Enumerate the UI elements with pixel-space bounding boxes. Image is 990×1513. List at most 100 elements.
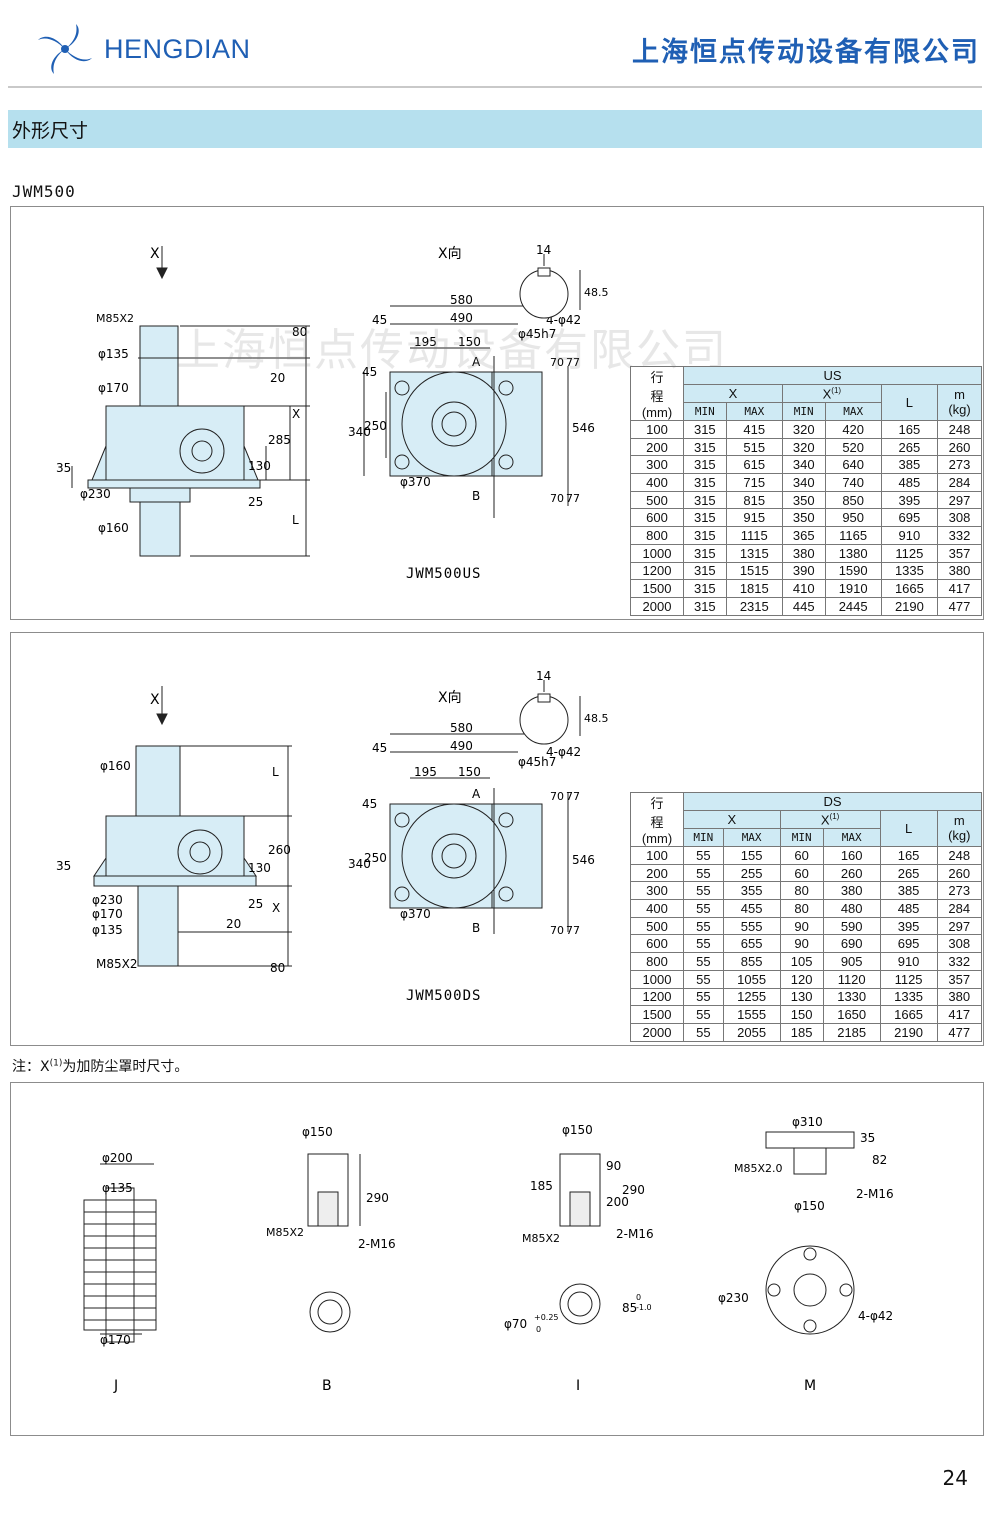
table-cell: 55 bbox=[683, 899, 724, 918]
table-cell: 60 bbox=[779, 846, 824, 865]
table-cell: 2055 bbox=[722, 1022, 781, 1042]
dim-hole: 4-φ42 bbox=[546, 745, 581, 759]
hengdian-logo-icon bbox=[38, 24, 92, 74]
dim-580: 580 bbox=[450, 293, 473, 307]
table-cell: 357 bbox=[937, 543, 982, 563]
table-cell: 55 bbox=[683, 863, 724, 883]
table-cell: 480 bbox=[822, 899, 881, 918]
group-header: US bbox=[683, 366, 982, 385]
dim-340: 340 bbox=[348, 857, 371, 871]
table-cell: 380 bbox=[937, 561, 982, 581]
x-arrow-icon bbox=[156, 267, 168, 280]
section-title: 外形尺寸 bbox=[12, 120, 89, 142]
j-d200: φ200 bbox=[102, 1151, 133, 1165]
stroke-label-2: 程 bbox=[650, 389, 664, 404]
table-cell: 1120 bbox=[822, 969, 881, 989]
table-cell: 315 bbox=[683, 508, 727, 528]
table-cell: 260 bbox=[822, 863, 881, 883]
table-cell: 332 bbox=[936, 952, 983, 971]
table-cell: 55 bbox=[683, 916, 724, 936]
m-35: 35 bbox=[860, 1131, 875, 1145]
table-cell: 315 bbox=[683, 526, 727, 545]
table-cell: 485 bbox=[880, 473, 939, 492]
table-cell: 105 bbox=[779, 952, 824, 971]
note-prefix: 注：X bbox=[12, 1059, 50, 1075]
table-cell: 340 bbox=[781, 455, 826, 475]
us-spec-table: 行 程 (mm) US X X(1) L m(kg) MIN MAX MIN M… bbox=[630, 366, 982, 616]
dim-x: X bbox=[272, 901, 280, 915]
accessories-drawing: φ200 φ135 φ170 J φ150 290 M85X2 2-M16 B … bbox=[83, 1115, 894, 1394]
table-cell: 308 bbox=[937, 508, 982, 528]
table-cell: 297 bbox=[936, 916, 983, 936]
dim-546: 546 bbox=[572, 853, 595, 867]
us-drawing: X M85X2 φ135 φ170 φ230 φ160 35 80 20 X 2… bbox=[56, 243, 609, 582]
stroke-label-1: 行 bbox=[650, 796, 664, 811]
dim-key14: 14 bbox=[536, 243, 551, 257]
table-cell: 1055 bbox=[722, 969, 781, 989]
x1-min-header: MIN bbox=[779, 828, 824, 847]
table-cell: 615 bbox=[725, 455, 783, 475]
table-cell: 500 bbox=[630, 490, 684, 510]
dim-a: A bbox=[472, 355, 481, 369]
i-m85: M85X2 bbox=[522, 1232, 560, 1245]
table-cell: 590 bbox=[822, 916, 881, 936]
table-cell: 1910 bbox=[824, 579, 882, 598]
table-cell: 380 bbox=[822, 881, 881, 901]
m-hole: 4-φ42 bbox=[858, 1309, 893, 1323]
j-d170: φ170 bbox=[100, 1333, 131, 1347]
dim-m85: M85X2 bbox=[96, 312, 134, 325]
table-cell: 2445 bbox=[824, 596, 882, 616]
dim-20: 20 bbox=[226, 917, 241, 931]
dim-35: 35 bbox=[56, 461, 71, 475]
stroke-label-3: (mm) bbox=[641, 831, 673, 846]
x1-header: X(1) bbox=[779, 809, 881, 830]
group-header: DS bbox=[683, 792, 982, 811]
x-max-header: MAX bbox=[722, 828, 781, 847]
x-min-header: MIN bbox=[683, 828, 724, 847]
table-cell: 395 bbox=[880, 490, 939, 510]
table-cell: 315 bbox=[683, 420, 727, 439]
table-cell: 273 bbox=[937, 455, 982, 475]
dim-b: B bbox=[472, 921, 480, 935]
table-cell: 120 bbox=[779, 969, 824, 989]
table-cell: 600 bbox=[630, 508, 684, 528]
table-cell: 800 bbox=[630, 526, 684, 545]
b-m16: 2-M16 bbox=[358, 1237, 396, 1251]
table-cell: 60 bbox=[779, 863, 824, 883]
i-200: 200 bbox=[606, 1195, 629, 1209]
table-cell: 400 bbox=[630, 899, 684, 918]
table-cell: 1125 bbox=[880, 543, 939, 563]
x-min-header: MIN bbox=[683, 402, 727, 421]
note-sup: (1) bbox=[49, 1058, 63, 1069]
table-cell: 1665 bbox=[880, 579, 939, 598]
table-cell: 2185 bbox=[822, 1022, 881, 1042]
i-d70-tol-lo: 0 bbox=[536, 1325, 541, 1334]
dim-70a: 70 bbox=[550, 356, 564, 369]
table-cell: 90 bbox=[779, 934, 824, 954]
table-cell: 165 bbox=[880, 420, 939, 439]
dim-45b: 45 bbox=[362, 797, 377, 811]
x1-header: X(1) bbox=[781, 383, 882, 404]
table-cell: 1500 bbox=[630, 579, 684, 598]
table-cell: 2190 bbox=[879, 1022, 938, 1042]
table-cell: 340 bbox=[781, 473, 826, 492]
company-name: 上海恒点传动设备有限公司 bbox=[632, 37, 980, 68]
table-cell: 915 bbox=[725, 508, 783, 528]
dim-hole: 4-φ42 bbox=[546, 313, 581, 327]
table-cell: 400 bbox=[630, 473, 684, 492]
dim-490: 490 bbox=[450, 311, 473, 325]
dim-35: 35 bbox=[56, 859, 71, 873]
x1-max-header: MAX bbox=[824, 402, 882, 421]
x1-max-header: MAX bbox=[822, 828, 881, 847]
dim-70b: 70 bbox=[550, 492, 564, 505]
table-cell: 477 bbox=[936, 1022, 983, 1042]
dim-70a: 70 bbox=[550, 790, 564, 803]
dim-key485: 48.5 bbox=[584, 286, 609, 299]
